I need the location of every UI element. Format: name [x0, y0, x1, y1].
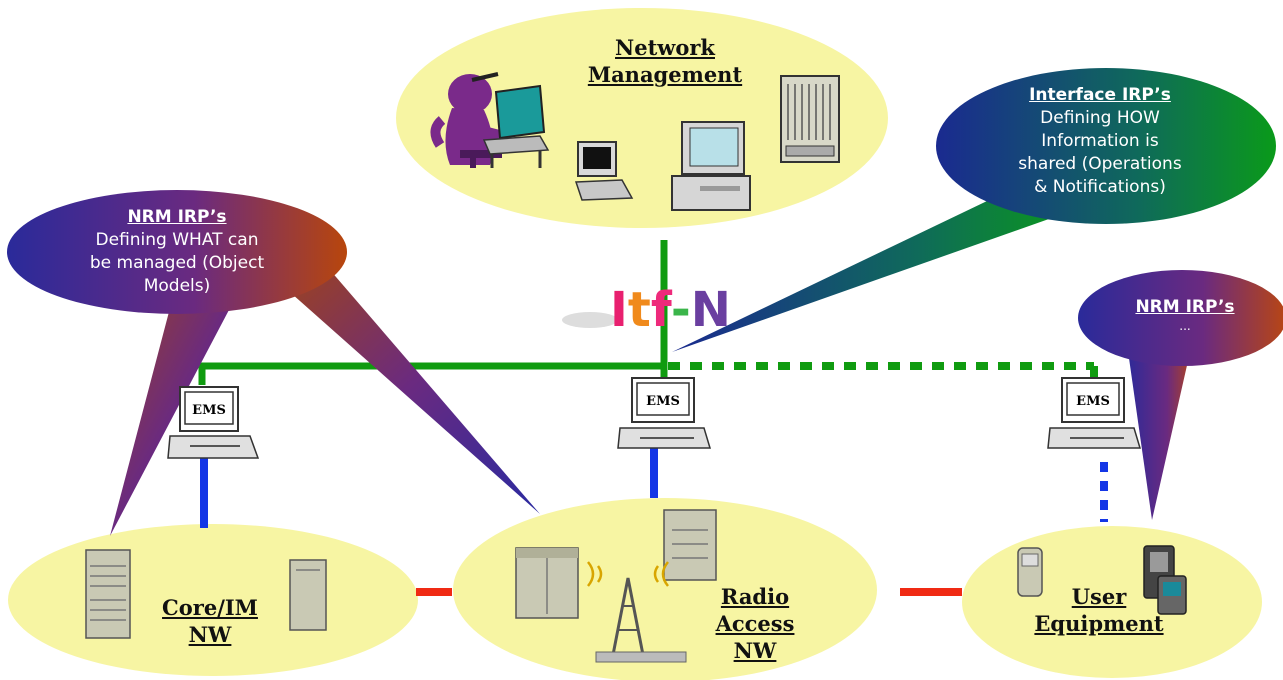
nrm-right-title: NRM IRP’s	[1135, 297, 1235, 317]
interface-irp-line-4: & Notifications)	[1034, 177, 1166, 197]
core-nw-line1: Core/IM	[162, 595, 258, 620]
user-equipment-line1: User	[1071, 584, 1127, 609]
radio-access-line2: Access	[715, 611, 795, 636]
pda-device-icon	[1143, 545, 1187, 615]
ems-label-center: EMS	[646, 394, 680, 409]
ems-terminal-right	[1047, 377, 1142, 449]
interface-irp-bubble-text: Interface IRP’s Defining HOW Information…	[980, 84, 1220, 199]
nrm-right-line-1: ...	[1179, 319, 1191, 333]
mobile-phone-icon	[1017, 547, 1043, 597]
itfn-char-4: -	[671, 282, 691, 338]
nrm-left-bubble-text: NRM IRP’s Defining WHAT can be managed (…	[62, 206, 292, 298]
rack-server-icon	[780, 75, 840, 163]
itfn-char-5: N	[691, 282, 731, 338]
itfn-shadow	[562, 312, 618, 328]
network-management-label: Network Management	[560, 34, 770, 88]
core-nw-line2: NW	[188, 622, 232, 647]
itfn-label: Itf-N	[610, 282, 731, 338]
core-nw-label: Core/IM NW	[140, 594, 280, 648]
server-workstation-icon	[671, 121, 751, 211]
radio-cabinet-icon	[515, 547, 579, 619]
radio-access-line3: NW	[733, 638, 777, 663]
interface-irp-bubble	[672, 68, 1276, 352]
nrm-right-bubble-text: NRM IRP’s ...	[1110, 296, 1260, 333]
nrm-right-bubble	[1078, 270, 1283, 520]
nrm-left-title: NRM IRP’s	[127, 207, 227, 227]
network-management-line1: Network	[615, 35, 715, 60]
itfn-char-3: f	[651, 282, 673, 338]
core-cabinet-icon	[289, 559, 327, 631]
itfn-char-1: I	[610, 282, 628, 338]
ems-terminal-left	[167, 386, 260, 459]
radio-access-line1: Radio	[720, 584, 790, 609]
ems-terminal-center	[617, 377, 712, 449]
user-equipment-label: User Equipment	[1024, 583, 1174, 637]
radio-server-icon	[663, 509, 717, 581]
antenna-tower-icon	[587, 561, 687, 663]
user-equipment-line2: Equipment	[1034, 611, 1164, 636]
nrm-left-line-1: Defining WHAT can	[95, 230, 259, 250]
operator-figure-icon	[430, 72, 508, 168]
interface-irp-line-2: Information is	[1041, 131, 1159, 151]
workstation-desk-icon	[482, 84, 550, 168]
ems-label-right: EMS	[1076, 394, 1110, 409]
desktop-pc-icon	[574, 141, 634, 201]
radio-access-ellipse	[453, 498, 877, 680]
network-management-ellipse	[396, 8, 888, 228]
green-link-network	[198, 240, 668, 385]
core-switch-rack-icon	[85, 549, 131, 639]
itfn-char-2: t	[628, 282, 651, 338]
interface-irp-title: Interface IRP’s	[1029, 85, 1171, 105]
interface-irp-line-3: shared (Operations	[1018, 154, 1182, 174]
network-management-line2: Management	[587, 62, 743, 87]
radio-access-label: Radio Access NW	[700, 583, 810, 664]
nrm-left-line-3: Models)	[143, 276, 211, 296]
nrm-left-line-2: be managed (Object	[89, 253, 265, 273]
interface-irp-line-1: Defining HOW	[1040, 108, 1160, 128]
ems-label-left: EMS	[192, 403, 226, 418]
